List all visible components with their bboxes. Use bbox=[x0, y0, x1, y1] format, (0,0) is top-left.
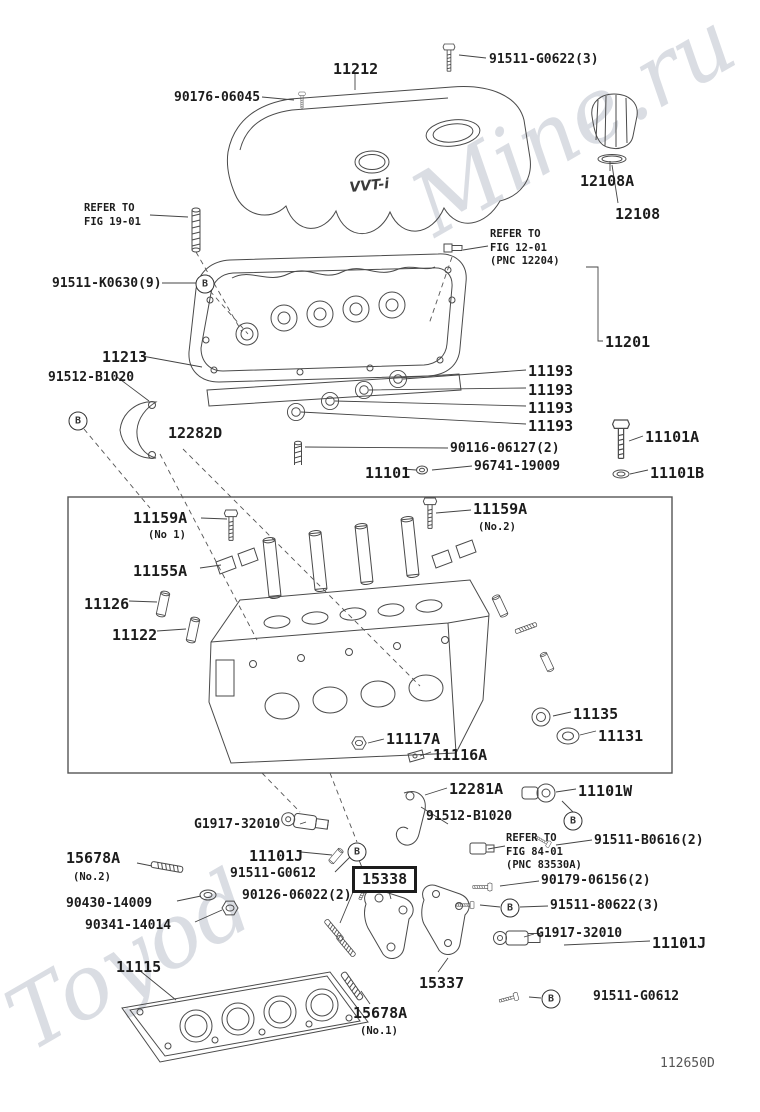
part-number-label: 11193 bbox=[528, 381, 574, 399]
part-code-label: 96741-19009 bbox=[474, 459, 561, 474]
part-code-label: 90116-06127(2) bbox=[450, 441, 560, 456]
callout-b-marker: B bbox=[541, 989, 561, 1009]
part-number-label: 12108A bbox=[580, 172, 635, 190]
part-number-label: 11101J bbox=[652, 934, 707, 952]
part-number-label: 11193 bbox=[528, 399, 574, 417]
hook-bracket-12281a bbox=[395, 791, 426, 846]
cylinder-head-block bbox=[208, 579, 490, 764]
part-number-label: 12282D bbox=[168, 424, 223, 442]
part-code-label: 90341-14014 bbox=[85, 918, 172, 933]
part-number-label: 11101 bbox=[365, 464, 411, 482]
part-code-label: 91511-G0612 bbox=[593, 989, 680, 1004]
part-number-label: 11101W bbox=[578, 782, 633, 800]
part-number-label: 15678A bbox=[353, 1004, 408, 1022]
parts-box-frame bbox=[67, 496, 673, 774]
valve-cover bbox=[188, 253, 467, 407]
callout-b-marker: B bbox=[347, 842, 367, 862]
bypass-gasket-15337 bbox=[421, 884, 470, 956]
head-stud bbox=[294, 440, 302, 465]
cover-stud bbox=[191, 207, 201, 253]
part-number-label: 11101A bbox=[645, 428, 700, 446]
part-number-label: 12108 bbox=[615, 205, 661, 223]
part-number-label: 11101J bbox=[249, 847, 304, 865]
dashed-leader-lines bbox=[83, 251, 453, 843]
note-label: (No.2) bbox=[73, 871, 111, 883]
part-number-label: 11213 bbox=[102, 348, 148, 366]
diagram-code-label: 112650D bbox=[660, 1056, 715, 1071]
part-code-label: 90176-06045 bbox=[174, 90, 261, 105]
camshaft-bracket bbox=[119, 401, 158, 459]
leader-lines bbox=[116, 54, 651, 1005]
part-code-label: 91511-K0630(9) bbox=[52, 276, 162, 291]
note-label: (No.2) bbox=[478, 521, 516, 533]
part-number-label: 11159A bbox=[133, 509, 188, 527]
part-code-label: 90430-14009 bbox=[66, 896, 153, 911]
part-number-label: 11159A bbox=[473, 500, 528, 518]
part-number-label: 12281A bbox=[449, 780, 504, 798]
part-number-label: 11155A bbox=[133, 562, 188, 580]
part-number-label: 11193 bbox=[528, 362, 574, 380]
part-code-label: 90126-06022(2) bbox=[242, 888, 352, 903]
part-number-label: 11116A bbox=[433, 746, 488, 764]
part-number-label: 11201 bbox=[605, 333, 651, 351]
part-code-label: 91512-B1020 bbox=[48, 370, 135, 385]
part-code-label: 91511-B0616(2) bbox=[594, 833, 704, 848]
part-code-label: 91511-80622(3) bbox=[550, 898, 660, 913]
part-code-label: G1917-32010 bbox=[194, 817, 281, 832]
part-code-label: 91512-B1020 bbox=[426, 809, 513, 824]
sensor-fig12 bbox=[443, 243, 463, 253]
part-number-label: 11135 bbox=[573, 705, 619, 723]
callout-b-marker: B bbox=[68, 411, 88, 431]
callout-b-marker: B bbox=[500, 898, 520, 918]
part-number-label: 15678A bbox=[66, 849, 121, 867]
part-number-label: 11193 bbox=[528, 417, 574, 435]
callout-b-marker: B bbox=[195, 274, 215, 294]
part-code-label: G1917-32010 bbox=[536, 926, 623, 941]
part-number-label: 11101B bbox=[650, 464, 705, 482]
part-number-label: 11126 bbox=[84, 595, 130, 613]
part-number-label: 15337 bbox=[419, 974, 465, 992]
engine-cover: VVT-i bbox=[226, 86, 531, 235]
callout-b-marker: B bbox=[563, 811, 583, 831]
part-number-label: 11122 bbox=[112, 626, 158, 644]
note-label: (No 1) bbox=[148, 529, 186, 541]
highlighted-part-label: 15338 bbox=[352, 866, 418, 893]
part-number-label: 11131 bbox=[598, 727, 644, 745]
cover-logo-text: VVT-i bbox=[349, 176, 390, 196]
head-bolts-and-caps bbox=[215, 497, 477, 575]
part-number-label: 11212 bbox=[333, 60, 379, 78]
oil-filler-cap bbox=[591, 93, 638, 164]
mid-fasteners bbox=[294, 419, 631, 479]
cylinder-head-gasket bbox=[121, 971, 369, 1063]
cover-fasteners bbox=[191, 43, 463, 253]
part-number-label: 11115 bbox=[116, 958, 162, 976]
part-number-label: 11117A bbox=[386, 730, 441, 748]
note-label: (No.1) bbox=[360, 1025, 398, 1037]
sensors-and-fasteners bbox=[150, 783, 556, 1006]
part-code-label: 91511-G0622(3) bbox=[489, 52, 599, 67]
head-side-parts bbox=[351, 593, 580, 763]
part-code-label: 90179-06156(2) bbox=[541, 873, 651, 888]
part-code-label: 91511-G0612 bbox=[230, 866, 317, 881]
